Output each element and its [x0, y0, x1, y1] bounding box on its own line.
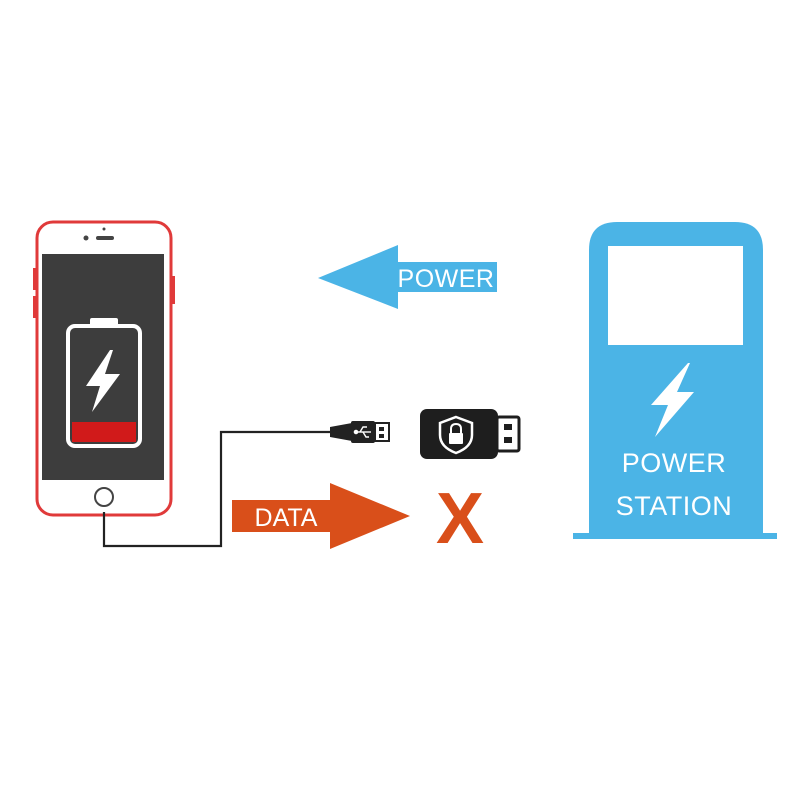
battery-level-low — [72, 422, 136, 442]
lightning-bolt-icon — [86, 350, 120, 412]
cable-wire — [102, 430, 335, 548]
battery-body — [66, 324, 142, 448]
data-blocked-x-mark: X — [436, 479, 484, 559]
usb-data-blocker — [420, 409, 521, 459]
usb-icon — [353, 426, 371, 438]
power-arrow-label: POWER — [398, 265, 495, 293]
usb-plug-contact — [379, 434, 384, 438]
phone-camera — [83, 235, 89, 241]
phone-earpiece — [96, 236, 114, 240]
blocker-contact — [504, 437, 512, 443]
power-arrow-shape — [318, 245, 497, 309]
power-arrow: POWER — [318, 245, 497, 309]
shield-lock-icon — [438, 415, 474, 455]
station-base — [573, 533, 777, 539]
blocker-contact — [504, 424, 512, 430]
phone-home-button — [94, 487, 114, 507]
usb-plug-strain-relief — [330, 423, 352, 441]
station-label-line2: STATION — [616, 491, 733, 521]
station-label-line1: POWER — [622, 448, 727, 478]
phone-side-button — [33, 296, 37, 318]
usb-cable — [102, 421, 390, 548]
blocker-connector — [495, 415, 521, 453]
lightning-bolt-icon — [651, 363, 694, 437]
battery-low-icon — [66, 318, 142, 448]
data-arrow-shape — [232, 483, 410, 549]
power-station: POWER STATION — [573, 222, 777, 539]
usb-plug-connector — [374, 422, 390, 442]
station-screen — [608, 246, 743, 345]
usb-plug-contact — [379, 427, 384, 431]
smartphone-icon — [33, 220, 175, 517]
phone-side-button — [171, 276, 175, 304]
phone-sensor — [102, 227, 106, 231]
data-arrow: DATA — [232, 483, 410, 549]
data-arrow-label: DATA — [255, 504, 318, 532]
phone-side-button — [33, 268, 37, 290]
